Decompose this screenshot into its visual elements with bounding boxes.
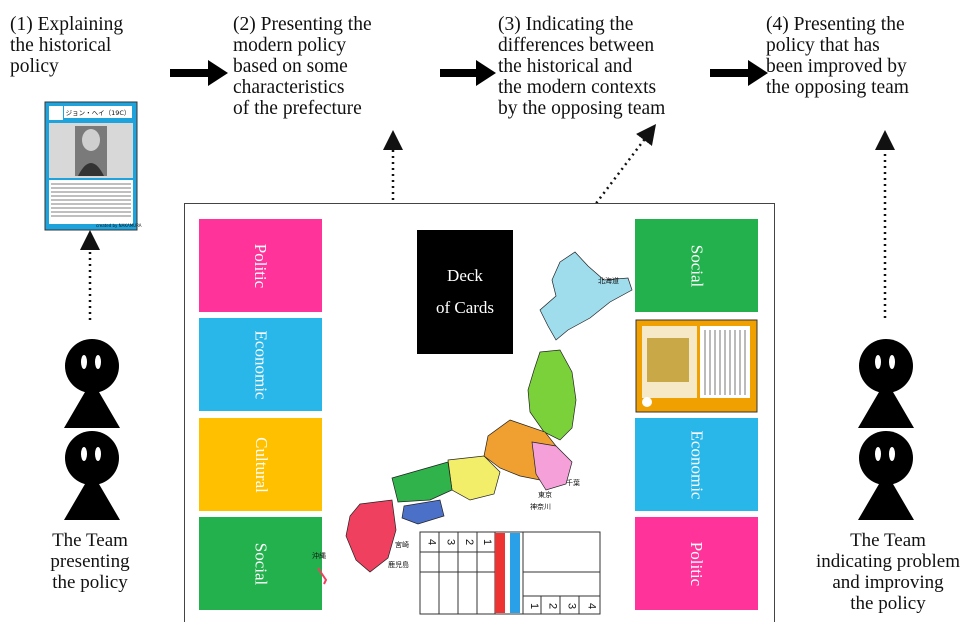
card-label: Politic — [251, 243, 271, 288]
step-2-text: (2) Presenting the modern policy based o… — [233, 14, 372, 119]
card-label: Politic — [687, 541, 707, 586]
card-economic-right[interactable]: Economic — [635, 418, 758, 511]
score-table-bottom-numbers: 1 2 3 4 — [523, 598, 600, 614]
step-1-text: (1) Explaining the historical policy — [10, 14, 124, 77]
score-num: 4 — [425, 538, 438, 546]
deck-of-cards[interactable]: Deck of Cards — [417, 230, 513, 354]
map-label-miyazaki: 宮崎 — [395, 541, 409, 549]
score-table-left-numbers: 4 3 2 1 — [420, 534, 495, 550]
pawn-right-top — [858, 339, 914, 428]
map-label-chiba: 千葉 — [566, 479, 580, 487]
step-4-text: (4) Presenting the policy that has been … — [766, 14, 909, 98]
score-num: 1 — [481, 538, 493, 546]
score-num: 4 — [585, 602, 598, 610]
dotted-arrow-differences — [371, 124, 657, 501]
flow-arrow-3 — [710, 60, 768, 86]
pawn-right-bottom — [858, 431, 914, 520]
card-label: Economic — [687, 430, 707, 499]
score-num: 2 — [546, 602, 559, 610]
score-num: 3 — [444, 538, 457, 546]
pawn-left-top — [64, 339, 120, 428]
hist-card-title: ジョン・ヘイ（19C） — [65, 109, 131, 117]
map-label-kanagawa: 神奈川 — [530, 503, 551, 511]
pawn-left-bottom — [64, 431, 120, 520]
score-num: 3 — [565, 602, 578, 610]
map-label-kagoshima: 鹿児島 — [388, 561, 409, 569]
step-3-text: (3) Indicating the differences between t… — [498, 14, 666, 119]
card-economic-left[interactable]: Economic — [199, 318, 322, 411]
card-social-right[interactable]: Social — [635, 219, 758, 312]
card-politic-right[interactable]: Politic — [635, 517, 758, 610]
card-label: Economic — [251, 330, 271, 399]
card-label: Cultural — [251, 436, 271, 493]
flow-arrow-2 — [440, 60, 496, 86]
score-num: 2 — [463, 538, 475, 546]
card-cultural-left[interactable]: Cultural — [199, 418, 322, 511]
hist-card-credit: created by NAKAMURA — [96, 223, 142, 228]
presenting-team-label: The Team presenting the policy — [50, 530, 130, 593]
flow-arrow-1 — [170, 60, 228, 86]
score-num: 1 — [528, 602, 540, 610]
map-label-okinawa: 沖縄 — [312, 552, 326, 560]
map-label-tokyo: 東京 — [538, 491, 552, 499]
card-social-left[interactable]: Social — [199, 517, 322, 610]
improving-team-label: The Team indicating problem and improvin… — [815, 530, 961, 614]
card-label: Social — [251, 542, 271, 585]
map-label-hokkaido: 北海道 — [598, 277, 619, 285]
historical-policy-card — [44, 101, 138, 231]
card-label: Social — [687, 244, 707, 287]
card-politic-left[interactable]: Politic — [199, 219, 322, 312]
